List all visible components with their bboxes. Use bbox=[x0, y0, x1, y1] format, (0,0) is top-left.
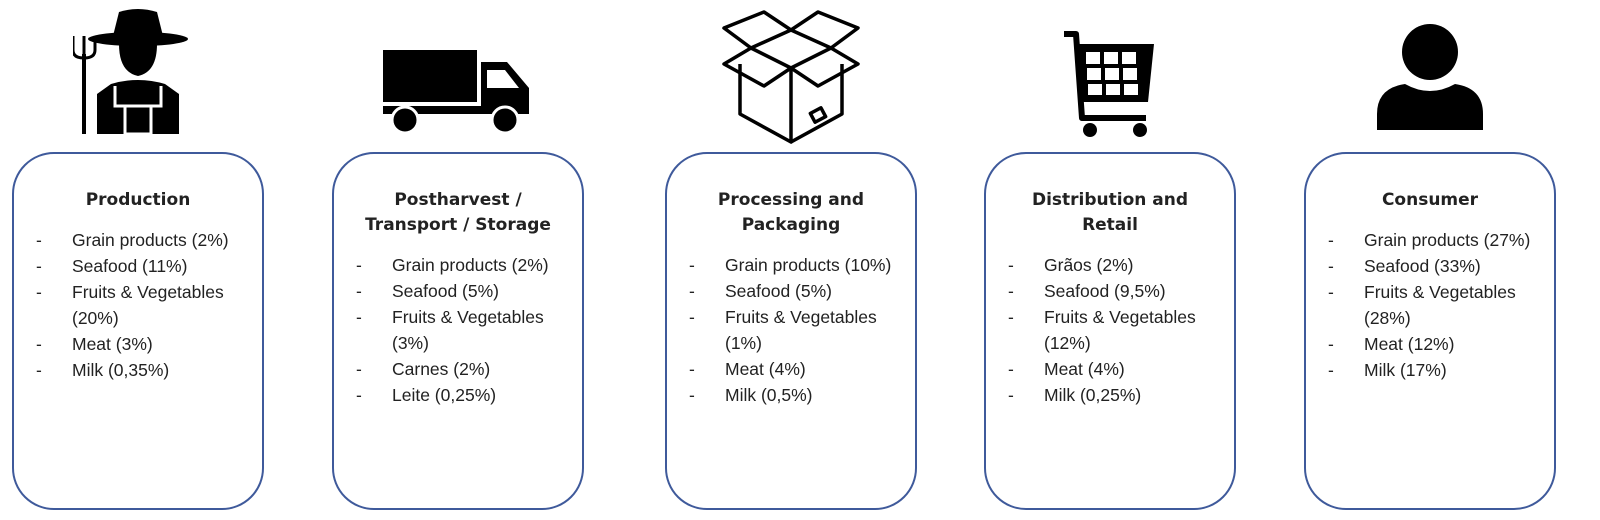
list-item: Meat (3%) bbox=[36, 331, 240, 357]
person-icon bbox=[1375, 22, 1485, 132]
list-item: Fruits & Vegetables (28%) bbox=[1328, 279, 1532, 331]
list-item: Milk (0,5%) bbox=[689, 382, 893, 408]
list-item: Fruits & Vegetables (3%) bbox=[356, 304, 560, 356]
list-item: Meat (12%) bbox=[1328, 331, 1532, 357]
list-item: Fruits & Vegetables (20%) bbox=[36, 279, 240, 331]
stage-postharvest: Postharvest / Transport / Storage Grain … bbox=[332, 0, 584, 520]
stage-distribution: Distribution and Retail Grãos (2%) Seafo… bbox=[984, 0, 1236, 520]
stage-card: Production Grain products (2%) Seafood (… bbox=[12, 152, 264, 510]
farmer-icon bbox=[73, 6, 203, 134]
loss-list: Grain products (2%) Seafood (11%) Fruits… bbox=[36, 227, 240, 383]
loss-list: Grain products (2%) Seafood (5%) Fruits … bbox=[356, 252, 560, 408]
shopping-cart-icon bbox=[1062, 30, 1158, 140]
list-item: Meat (4%) bbox=[689, 356, 893, 382]
stage-card: Distribution and Retail Grãos (2%) Seafo… bbox=[984, 152, 1236, 510]
list-item: Seafood (5%) bbox=[689, 278, 893, 304]
list-item: Grain products (27%) bbox=[1328, 227, 1532, 253]
truck-icon bbox=[383, 40, 533, 136]
stage-title: Postharvest / Transport / Storage bbox=[365, 190, 551, 235]
list-item: Seafood (33%) bbox=[1328, 253, 1532, 279]
stage-title: Production bbox=[85, 190, 191, 210]
stage-card: Consumer Grain products (27%) Seafood (3… bbox=[1304, 152, 1556, 510]
list-item: Fruits & Vegetables (1%) bbox=[689, 304, 893, 356]
list-item: Seafood (11%) bbox=[36, 253, 240, 279]
loss-list: Grain products (27%) Seafood (33%) Fruit… bbox=[1328, 227, 1532, 383]
stage-title: Consumer bbox=[1381, 190, 1479, 210]
loss-list: Grãos (2%) Seafood (9,5%) Fruits & Veget… bbox=[1008, 252, 1212, 408]
list-item: Milk (17%) bbox=[1328, 357, 1532, 383]
stage-card: Postharvest / Transport / Storage Grain … bbox=[332, 152, 584, 510]
list-item: Grain products (10%) bbox=[689, 252, 893, 278]
stage-consumer: Consumer Grain products (27%) Seafood (3… bbox=[1304, 0, 1556, 520]
list-item: Carnes (2%) bbox=[356, 356, 560, 382]
list-item: Grain products (2%) bbox=[36, 227, 240, 253]
open-box-icon bbox=[720, 6, 862, 146]
list-item: Leite (0,25%) bbox=[356, 382, 560, 408]
stage-title: Processing and Packaging bbox=[717, 190, 865, 235]
list-item: Meat (4%) bbox=[1008, 356, 1212, 382]
stage-processing: Processing and Packaging Grain products … bbox=[665, 0, 917, 520]
list-item: Seafood (5%) bbox=[356, 278, 560, 304]
list-item: Milk (0,25%) bbox=[1008, 382, 1212, 408]
stage-title: Distribution and Retail bbox=[1031, 190, 1189, 235]
list-item: Fruits & Vegetables (12%) bbox=[1008, 304, 1212, 356]
list-item: Seafood (9,5%) bbox=[1008, 278, 1212, 304]
list-item: Grain products (2%) bbox=[356, 252, 560, 278]
loss-list: Grain products (10%) Seafood (5%) Fruits… bbox=[689, 252, 893, 408]
list-item: Grãos (2%) bbox=[1008, 252, 1212, 278]
stage-card: Processing and Packaging Grain products … bbox=[665, 152, 917, 510]
list-item: Milk (0,35%) bbox=[36, 357, 240, 383]
stage-production: Production Grain products (2%) Seafood (… bbox=[12, 0, 264, 520]
